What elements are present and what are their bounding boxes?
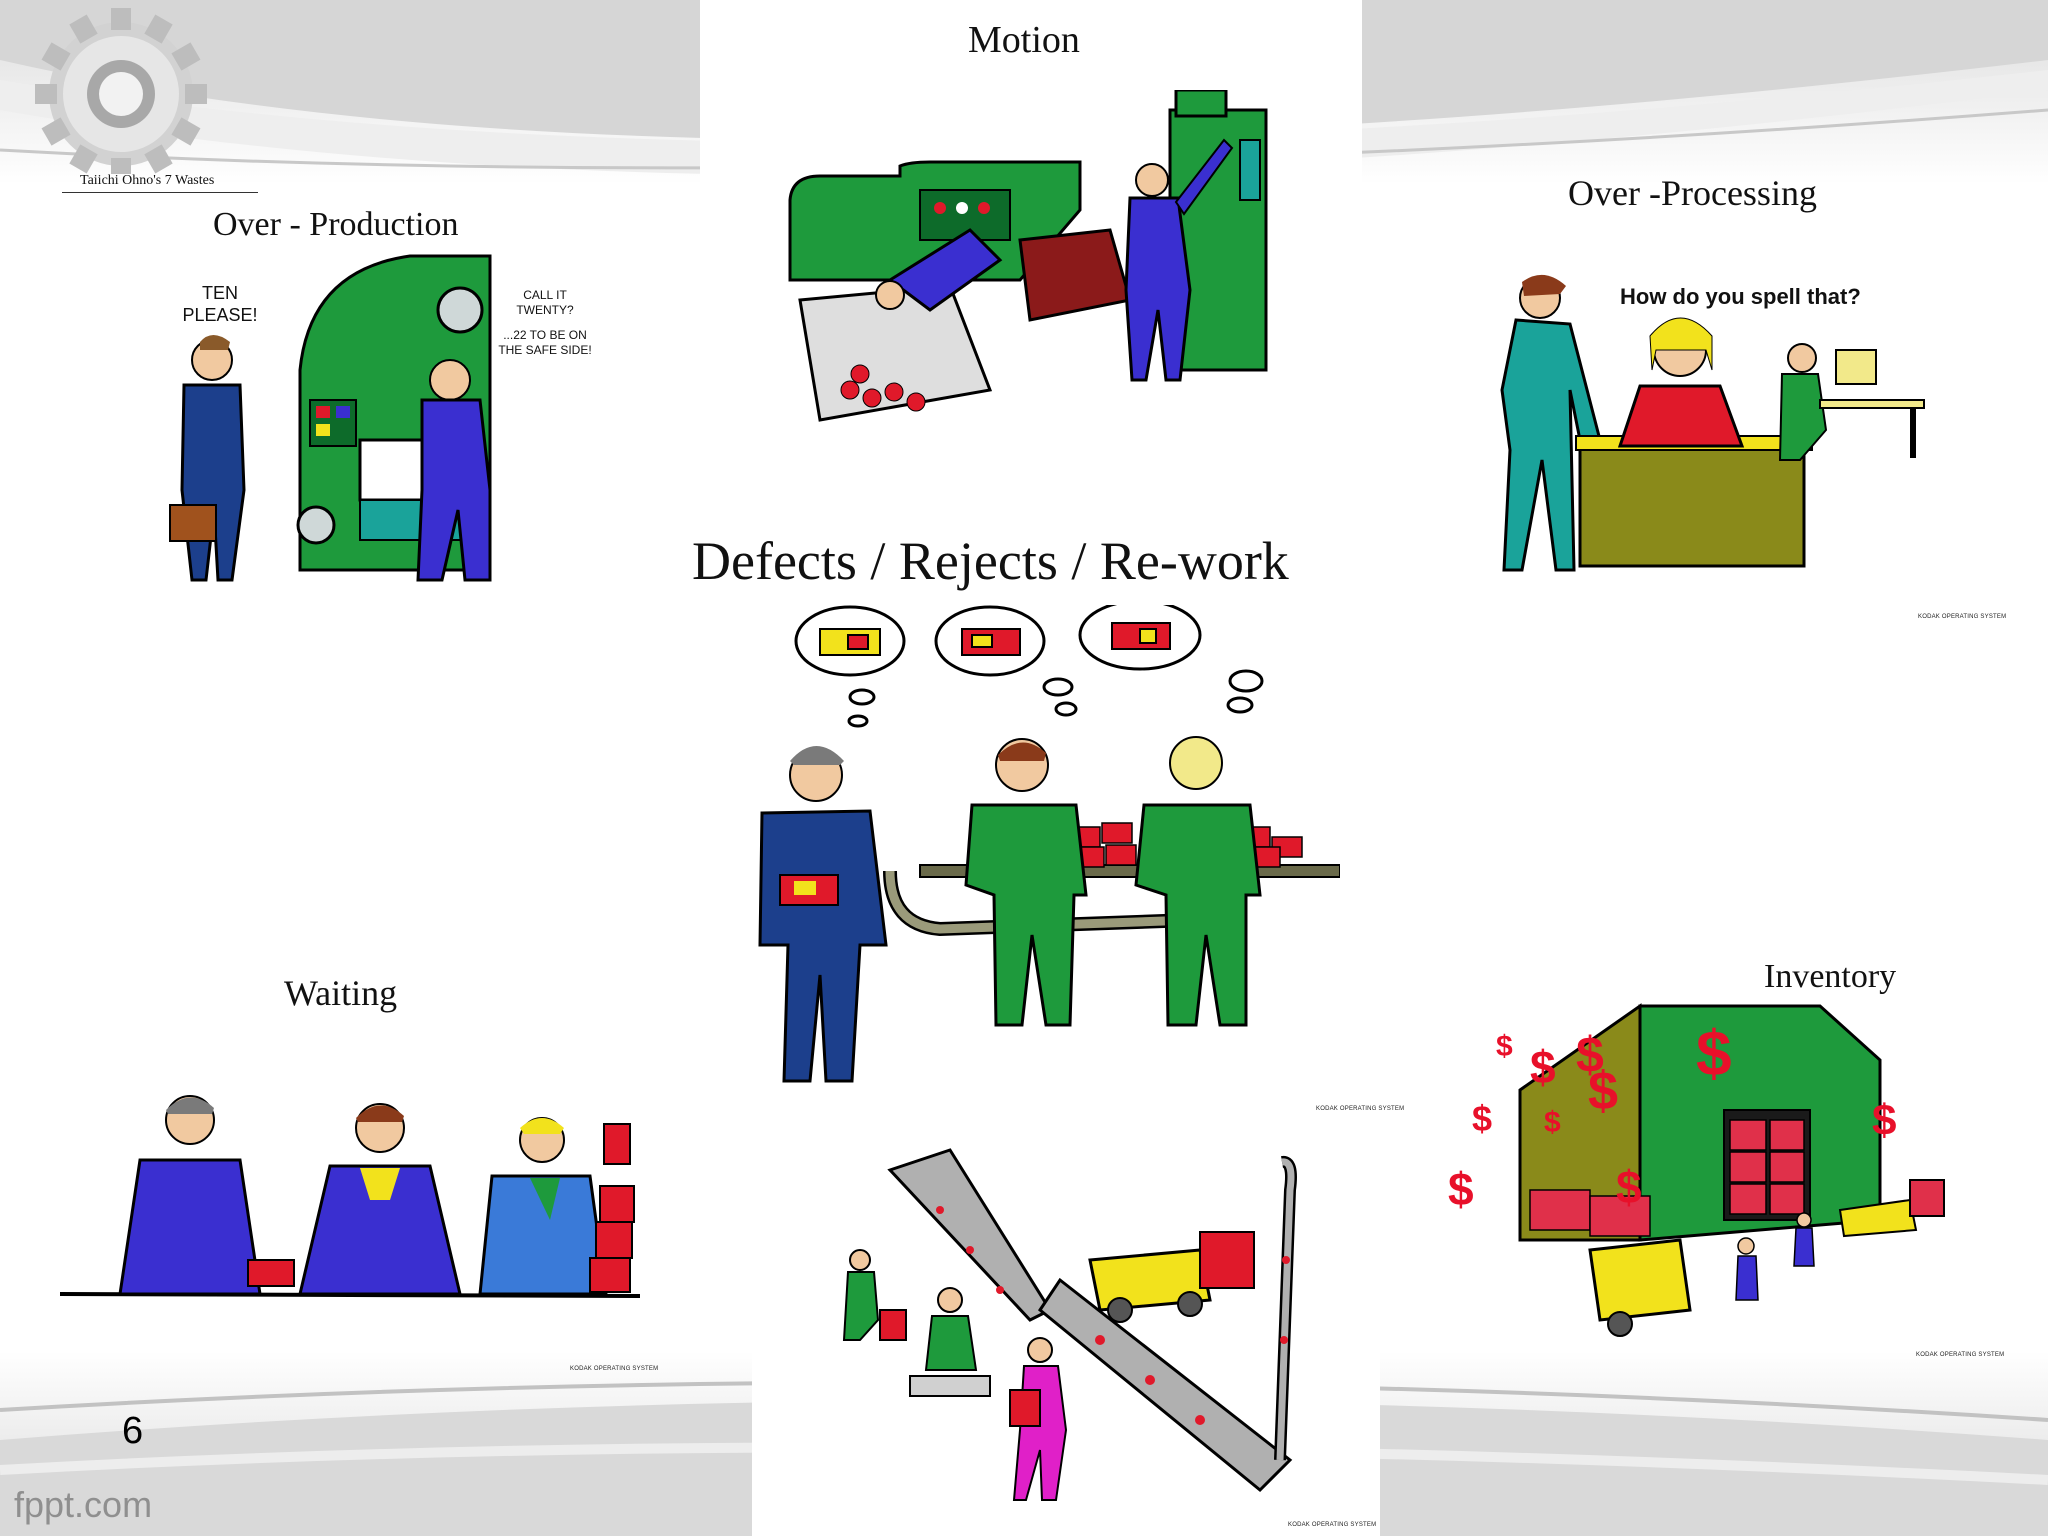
over-processing-credit: KODAK OPERATING SYSTEM (1918, 614, 2007, 620)
page-number: 6 (122, 1410, 144, 1452)
waiting-illustration (60, 1095, 641, 1298)
dollar-sign-icon: $ (1616, 1161, 1642, 1213)
dollar-sign-icon: $ (1496, 1030, 1513, 1063)
dollar-sign-icon: $ (1448, 1163, 1474, 1215)
dollar-sign-icon: $ (1472, 1098, 1493, 1139)
motion-title: Motion (968, 19, 1080, 61)
over-production-bubble-right-2: ...22 TO BE ON THE SAFE SIDE! (498, 328, 592, 357)
defects-credit: KODAK OPERATING SYSTEM (1316, 1106, 1405, 1112)
transportation-illustration (842, 1148, 1297, 1501)
header-caption: Taiichi Ohno's 7 Wastes (80, 173, 215, 188)
defects-illustration (758, 605, 1340, 1083)
inventory-illustration (1518, 1003, 1945, 1337)
over-production-bubble-right-1: CALL IT TWENTY? (516, 288, 574, 317)
over-processing-title: Over -Processing (1568, 173, 1817, 213)
waiting-title: Waiting (284, 973, 398, 1013)
dollar-sign-icon: $ (1544, 1106, 1561, 1139)
over-processing-bubble: How do you spell that? (1620, 284, 1861, 309)
motion-illustration (788, 90, 1268, 422)
inventory-credit: KODAK OPERATING SYSTEM (1916, 1352, 2005, 1358)
over-processing-illustration (1500, 274, 1925, 572)
waiting-credit: KODAK OPERATING SYSTEM (570, 1366, 659, 1372)
dollar-sign-icon: $ (1872, 1096, 1897, 1145)
over-production-illustration (169, 254, 492, 582)
defects-title: Defects / Rejects / Re-work (692, 531, 1289, 591)
dollar-sign-icon: $ (1530, 1041, 1556, 1093)
gear-icon (35, 8, 207, 174)
footer-brand: fppt.com (14, 1484, 153, 1525)
inventory-title: Inventory (1764, 958, 1897, 995)
over-production-title: Over - Production (213, 206, 459, 243)
over-production-bubble-left: TEN PLEASE! (182, 283, 258, 325)
dollar-sign-icon: $ (1588, 1061, 1619, 1121)
dollar-sign-icon: $ (1576, 1027, 1604, 1083)
header-caption-underline (62, 192, 258, 193)
transportation-credit: KODAK OPERATING SYSTEM (1288, 1522, 1377, 1528)
dollar-sign-icon: $ (1696, 1017, 1732, 1089)
